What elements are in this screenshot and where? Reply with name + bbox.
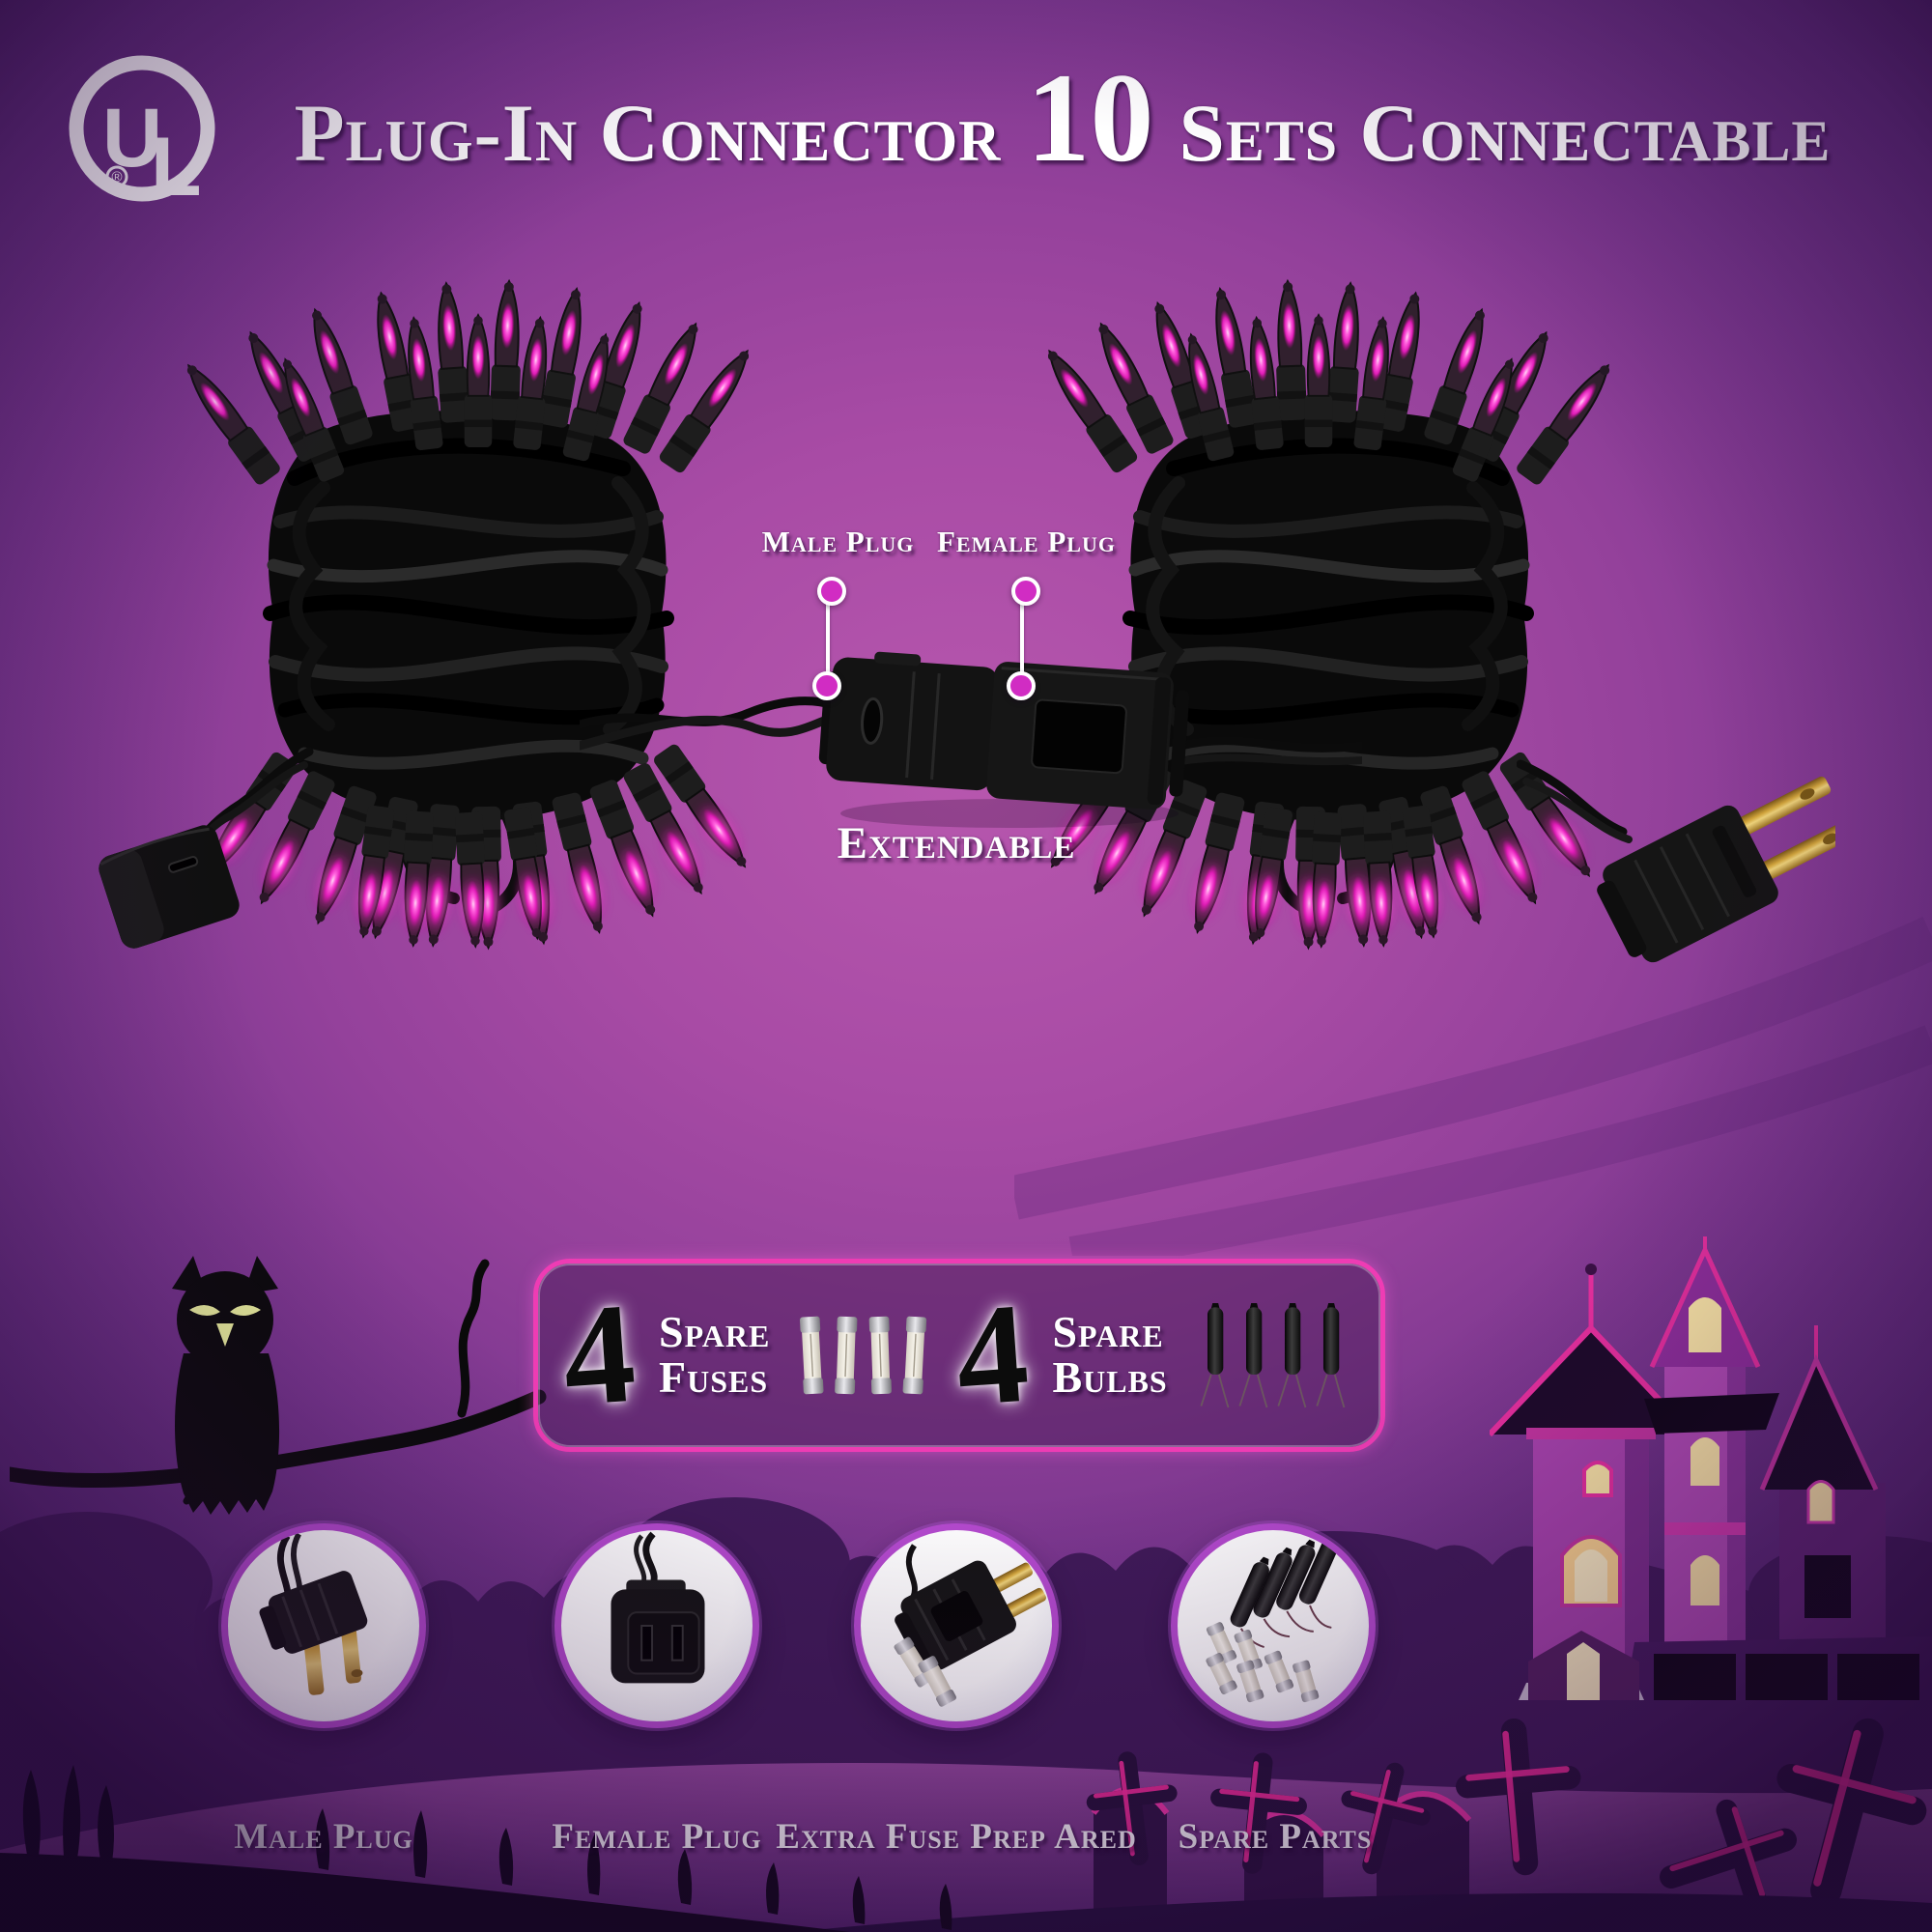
left-wing [1490, 1264, 1695, 1700]
fuse-icons-row [800, 1316, 927, 1395]
registered-mark: ® [111, 169, 122, 185]
purple-light-bundle-left [179, 279, 749, 1038]
feature-circle-spare-parts [1171, 1523, 1376, 1728]
feature-label-spare-parts: Spare Parts [1178, 1817, 1373, 1857]
female-plug-callout-label: Female Plug [937, 525, 1116, 558]
male-plug-callout-label: Male Plug [761, 525, 915, 558]
male-callout-dot-top [817, 577, 846, 606]
feature-label-female-plug: Female Plug [552, 1817, 762, 1857]
halloween-graveyard-scene [0, 1497, 1932, 1932]
female-callout-line [1020, 597, 1024, 678]
purple-light-bundle-right [1048, 279, 1618, 1038]
extendable-label: Extendable [837, 818, 1076, 868]
bulb-icons-row [1200, 1302, 1346, 1408]
male-plug-photo [259, 1532, 368, 1695]
male-callout-line [826, 597, 830, 678]
fuse-icon [800, 1316, 927, 1395]
spare-bulbs-word1: Spare [1052, 1307, 1164, 1357]
haunted-house [1490, 1236, 1932, 1700]
feature-circle-female-plug [554, 1523, 759, 1728]
spare-bulbs-word2: Bulbs [1052, 1352, 1168, 1402]
feature-circle-extra-fuse [854, 1523, 1059, 1728]
title-part2: Sets Connectable [1179, 88, 1832, 179]
ul-certification-logo: U L ® [69, 55, 215, 213]
owl-eye-right [230, 1304, 261, 1317]
house-base [1519, 1631, 1932, 1700]
background-wave-streaks [1014, 917, 1932, 1256]
owl-on-branch [10, 1256, 547, 1515]
female-plug-photo [611, 1531, 705, 1684]
owl-beak [216, 1323, 234, 1347]
center-tower [1644, 1236, 1779, 1700]
feature-label-extra-fuse: Extra Fuse Prep Ared [776, 1817, 1137, 1857]
title-number: 10 [1026, 46, 1154, 188]
title-part1: Plug-In Connector [294, 88, 1002, 179]
female-socket-dangling [99, 747, 314, 949]
male-callout-dot-bottom [812, 671, 841, 700]
owl-silhouette [172, 1256, 280, 1515]
feature-label-male-plug: Male Plug [234, 1817, 413, 1857]
feature-circle-male-plug [221, 1523, 426, 1728]
dark-bottom-right [792, 1892, 1932, 1932]
inline-connector [580, 651, 1362, 828]
male-plug-dangling [1517, 759, 1835, 963]
spare-fuses-word2: Fuses [659, 1352, 769, 1402]
spare-fuses-word1: Spare [659, 1307, 771, 1357]
foreground-black-hill [0, 1765, 952, 1932]
ul-letter-l: L [151, 121, 202, 213]
spare-parts-photo [1206, 1533, 1339, 1703]
spare-bulbs-count: 4 [951, 1273, 1036, 1437]
page-title: Plug-In Connector 10 Sets Connectable [227, 54, 1898, 218]
bulb-icon [1200, 1302, 1346, 1408]
female-callout-dot-bottom [1007, 671, 1036, 700]
spare-fuses-count: 4 [557, 1273, 641, 1437]
extra-fuse-photo [894, 1544, 1046, 1707]
bare-branch [10, 1389, 547, 1489]
female-callout-dot-top [1011, 577, 1040, 606]
owl-eye-left [189, 1304, 220, 1317]
spare-parts-box: 4 Spare Fuses 4 Spare Bulbs [533, 1259, 1385, 1452]
